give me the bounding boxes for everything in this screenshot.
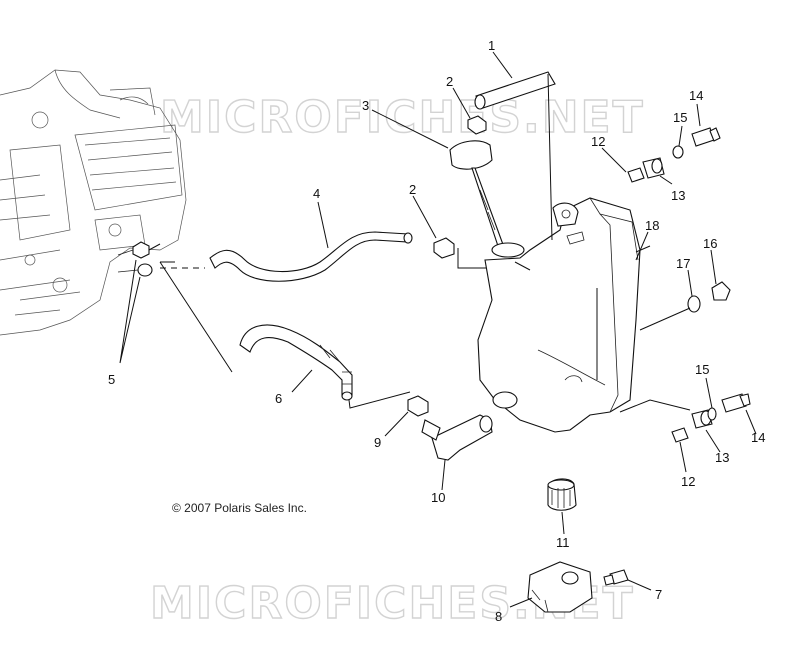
spacer-12-bottom: [671, 427, 689, 443]
leader-lines: [291, 51, 757, 608]
callout-2: 2: [409, 182, 416, 197]
callout-12: 12: [681, 474, 695, 489]
drain-plug-16: [711, 281, 731, 301]
callout-8: 8: [495, 609, 502, 624]
washer-17: [687, 295, 701, 313]
bolt-7: [603, 569, 629, 586]
callout-18: 18: [645, 218, 659, 233]
callout-13: 13: [671, 188, 685, 203]
callout-12: 12: [591, 134, 605, 149]
callout-5: 5: [108, 372, 115, 387]
callout-6: 6: [275, 391, 282, 406]
callout-16: 16: [703, 236, 717, 251]
callout-2: 2: [446, 74, 453, 89]
callout-7: 7: [655, 587, 662, 602]
spacer-12-top: [627, 167, 645, 183]
bracket-8: [527, 561, 593, 613]
cap-dipstick-3: [449, 140, 506, 253]
callout-11: 11: [556, 535, 570, 550]
callout-13: 13: [715, 450, 729, 465]
callout-14: 14: [689, 88, 703, 103]
callout-3: 3: [362, 98, 369, 113]
callout-9: 9: [374, 435, 381, 450]
oil-tank-18: [477, 197, 641, 433]
washer-15-top: [672, 145, 684, 159]
bolt-14-bottom: [721, 393, 751, 413]
callout-1: 1: [488, 38, 495, 53]
clamp-2-mid: [433, 237, 455, 259]
bushing-11: [547, 478, 577, 511]
hose-4: [209, 231, 413, 282]
tube-1: [474, 71, 556, 110]
callout-14: 14: [751, 430, 765, 445]
watermark-top: MICROFICHES.NET: [160, 92, 645, 143]
callout-17: 17: [676, 256, 690, 271]
washer-15-bottom: [707, 407, 717, 421]
fitting-9: [407, 395, 429, 417]
grommet-13-top: [642, 157, 665, 179]
copyright-notice: © 2007 Polaris Sales Inc.: [172, 501, 307, 515]
elbow-fitting-10: [421, 414, 493, 461]
engine-block: [0, 69, 187, 336]
callout-4: 4: [313, 186, 320, 201]
callout-15: 15: [695, 362, 709, 377]
clamp-2-top: [467, 115, 487, 135]
callout-10: 10: [431, 490, 445, 505]
hose-6: [239, 324, 353, 401]
bolt-14-top: [691, 127, 721, 147]
fitting-5: [117, 241, 153, 277]
callout-15: 15: [673, 110, 687, 125]
